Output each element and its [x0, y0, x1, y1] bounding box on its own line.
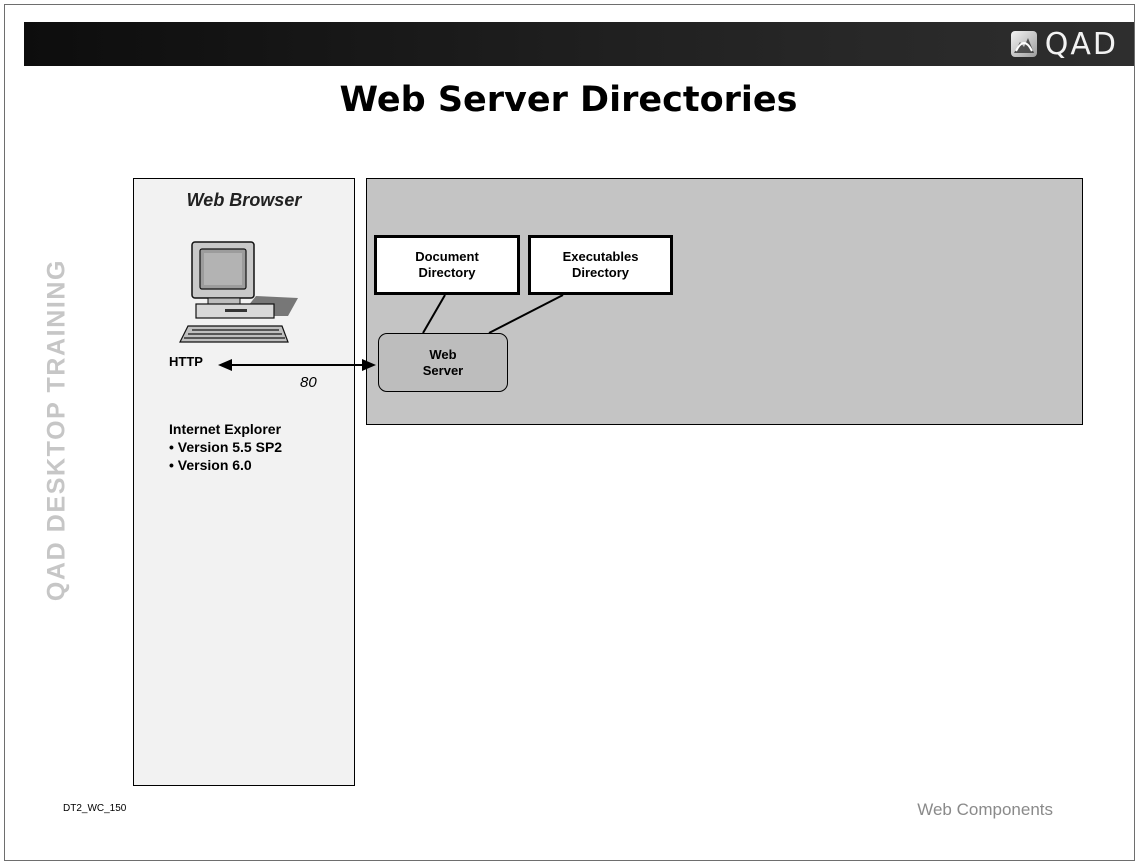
qad-logo: QAD [1010, 26, 1118, 62]
document-directory-box: Document Directory [374, 235, 520, 295]
executables-directory-label-line: Directory [571, 265, 630, 280]
web-server-box: Web Server [378, 333, 508, 392]
web-browser-title: Web Browser [186, 190, 302, 210]
slide-id: DT2_WC_150 [63, 803, 127, 814]
browser-version-item: • Version 6.0 [169, 457, 252, 473]
qad-logo-text: QAD [1044, 26, 1118, 62]
executables-directory-label-line: Executables [562, 249, 639, 264]
footer-topic: Web Components [917, 800, 1053, 819]
exe-to-webserver-line [488, 294, 564, 334]
http-label: HTTP [169, 354, 203, 369]
desktop-computer-icon [178, 238, 303, 351]
doc-to-webserver-line [422, 294, 446, 334]
slide-title: Web Server Directories [339, 80, 798, 120]
header-bar: QAD [24, 22, 1134, 66]
document-directory-label-line: Document [415, 249, 479, 264]
web-server-label-line: Server [422, 362, 464, 378]
document-directory-label-line: Directory [418, 265, 476, 280]
qad-logo-icon [1010, 31, 1037, 57]
port-label: 80 [300, 374, 317, 391]
executables-directory-box: Executables Directory [528, 235, 673, 295]
browser-version-item: • Version 5.5 SP2 [169, 439, 283, 455]
browser-name: Internet Explorer [169, 421, 282, 437]
web-server-label-line: Web [429, 346, 457, 362]
browser-requirements: Internet Explorer • Version 5.5 SP2 • Ve… [169, 420, 282, 474]
http-arrowhead-left [218, 359, 232, 371]
http-arrowhead-right [362, 359, 376, 371]
